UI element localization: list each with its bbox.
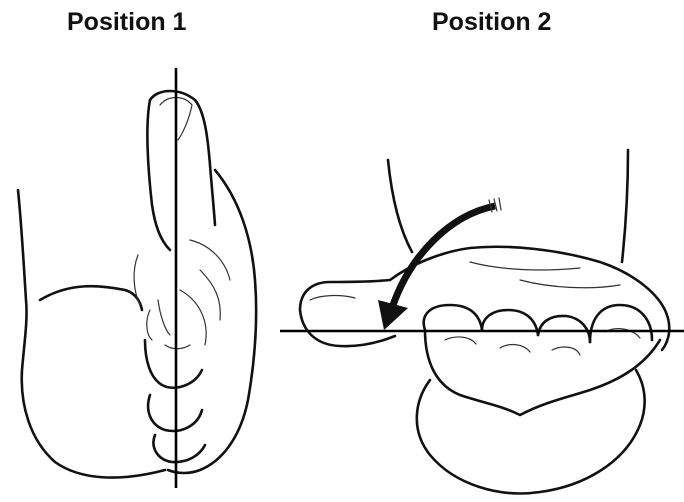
position-1-hand-drawing bbox=[18, 68, 256, 488]
position-2-hand-drawing bbox=[280, 150, 684, 493]
arrow-head bbox=[378, 300, 408, 330]
curved-arrow-indicator bbox=[392, 206, 495, 308]
